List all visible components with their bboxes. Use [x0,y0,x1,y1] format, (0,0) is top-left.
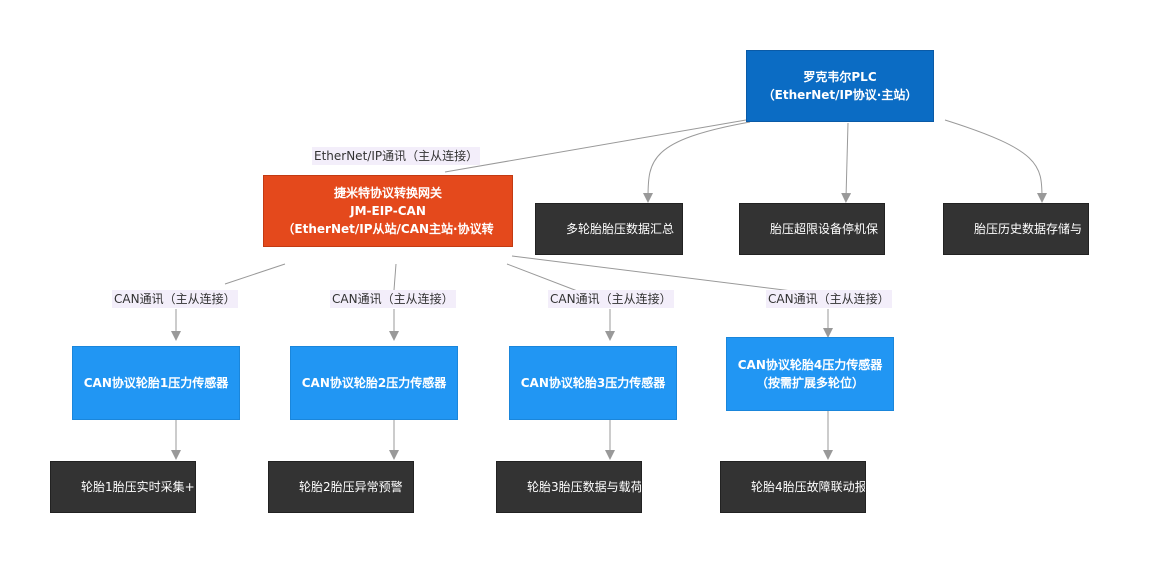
sensor-3-node[interactable]: CAN协议轮胎3压力传感器 [509,346,677,420]
out-1-label: 轮胎1胎压实时采集+ [81,480,195,494]
edge-gateway-sensor2 [394,263,396,336]
overlimit-label: 胎压超限设备停机保 [770,222,879,236]
edge-label-can-2: CAN通讯（主从连接） [330,290,456,308]
out-2-node[interactable]: 轮胎2胎压异常预警 [268,461,414,513]
edge-gateway-sensor3 [506,263,610,336]
edge-plc-history [944,119,1047,203]
out-3-node[interactable]: 轮胎3胎压数据与载荷 [496,461,642,513]
plc-node[interactable]: 罗克韦尔PLC （EtherNet/IP协议·主站） [746,50,934,122]
edge-gateway-sensor4 [511,255,828,333]
sensor-4-node[interactable]: CAN协议轮胎4压力传感器 （按需扩展多轮位） [726,337,894,411]
overlimit-node[interactable]: 胎压超限设备停机保 [739,203,885,255]
sensor-4-subtitle: （按需扩展多轮位） [755,376,864,390]
sensor-4-title: CAN协议轮胎4压力传感器 [737,358,883,372]
out-4-label: 轮胎4胎压故障联动报 [751,480,866,494]
sensor-2-node[interactable]: CAN协议轮胎2压力传感器 [290,346,458,420]
edge-plc-overlimit [841,122,852,203]
edge-label-can-1: CAN通讯（主从连接） [112,290,238,308]
out-4-node[interactable]: 轮胎4胎压故障联动报 [720,461,866,513]
sensor-1-label: CAN协议轮胎1压力传感器 [83,376,229,390]
summary-label: 多轮胎胎压数据汇总 [566,222,675,236]
out-2-label: 轮胎2胎压异常预警 [299,480,403,494]
edge-label-can-3: CAN通讯（主从连接） [548,290,674,308]
plc-title: 罗克韦尔PLC [803,70,877,84]
out-1-node[interactable]: 轮胎1胎压实时采集+ [50,461,196,513]
plc-subtitle: （EtherNet/IP协议·主站） [762,88,918,102]
gateway-node[interactable]: 捷米特协议转换网关 JM-EIP-CAN （EtherNet/IP从站/CAN主… [263,175,513,247]
sensor-2-label: CAN协议轮胎2压力传感器 [301,376,447,390]
summary-node[interactable]: 多轮胎胎压数据汇总 [535,203,683,255]
edge-plc-summary [643,121,751,203]
edge-label-ethernet-ip: EtherNet/IP通讯（主从连接） [312,147,481,165]
gateway-desc: （EtherNet/IP从站/CAN主站·协议转 [282,222,494,236]
out-3-label: 轮胎3胎压数据与载荷 [527,480,642,494]
sensor-1-node[interactable]: CAN协议轮胎1压力传感器 [72,346,240,420]
sensor-3-label: CAN协议轮胎3压力传感器 [520,376,666,390]
history-node[interactable]: 胎压历史数据存储与 [943,203,1089,255]
gateway-model: JM-EIP-CAN [350,204,426,218]
gateway-title: 捷米特协议转换网关 [333,186,442,200]
edge-plc-gateway [444,119,747,173]
history-label: 胎压历史数据存储与 [974,222,1083,236]
edge-label-can-4: CAN通讯（主从连接） [766,290,892,308]
edge-gateway-sensor1 [176,263,286,336]
